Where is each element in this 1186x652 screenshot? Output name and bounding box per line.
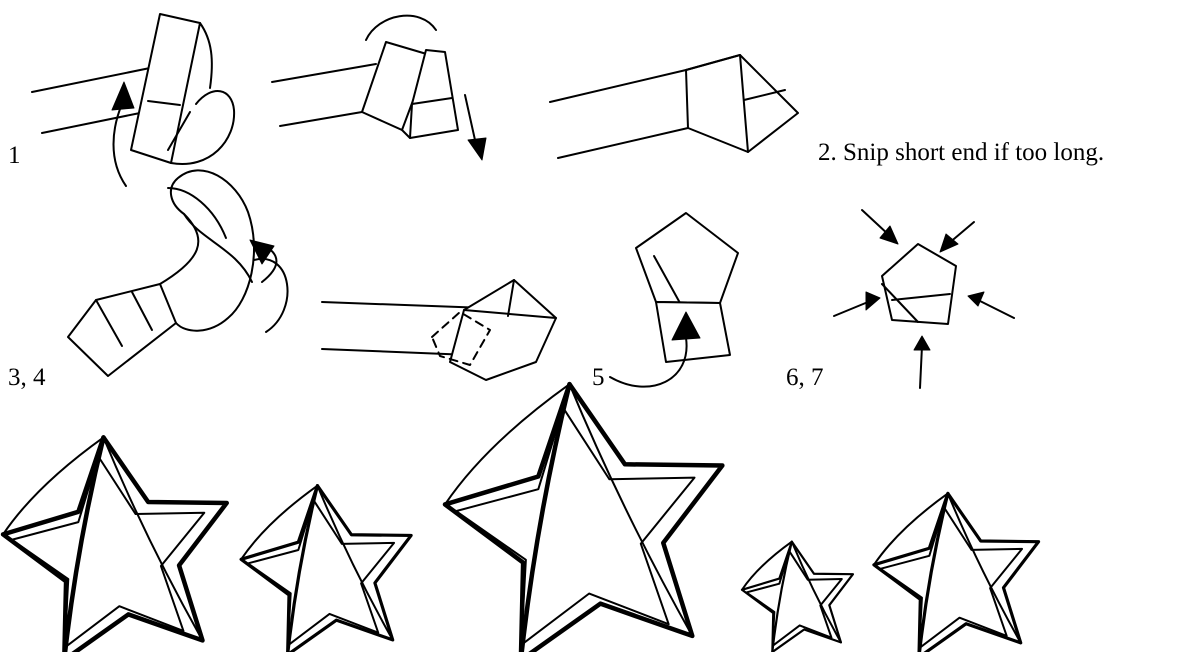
push-arrow-icon (834, 292, 880, 316)
step-1-result-figure (550, 55, 798, 158)
push-arrow-icon (862, 210, 898, 244)
step-5-figure (610, 213, 738, 387)
push-arrow-icon (940, 222, 974, 252)
star-icon (241, 486, 411, 652)
step-3-4-wrap-figure (68, 170, 288, 376)
fold-arrow-icon (468, 138, 486, 160)
push-arrow-icon (914, 336, 930, 388)
star-icon (874, 493, 1039, 652)
step-1-loop-figure (32, 14, 234, 186)
star-icon (445, 384, 722, 652)
fold-arrow-icon (112, 82, 134, 110)
star-icon (742, 542, 853, 652)
finished-stars-row (3, 384, 1039, 652)
step-3-4-tuck-figure (322, 280, 556, 380)
step-1-fold-figure (272, 16, 486, 160)
star-icon (3, 437, 227, 652)
step-6-7-figure (834, 210, 1014, 388)
fold-arrow-icon (254, 259, 288, 332)
fold-arrow-icon (366, 16, 436, 40)
push-arrow-icon (968, 292, 1014, 318)
